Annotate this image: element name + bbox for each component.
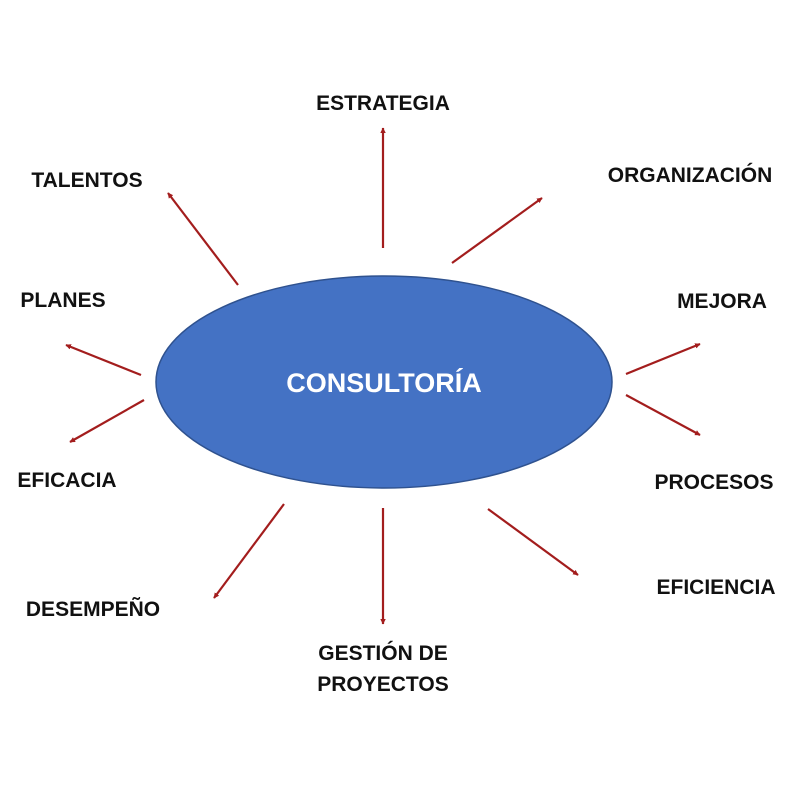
- label-eficiencia: EFICIENCIA: [656, 576, 775, 599]
- label-organizacion: ORGANIZACIÓN: [608, 163, 773, 187]
- label-mejora: MEJORA: [677, 290, 767, 313]
- arrow-planes: [65, 343, 142, 377]
- label-eficacia-line: EFICACIA: [17, 469, 116, 492]
- label-gestion-de-proyectos-line: PROYECTOS: [317, 673, 448, 696]
- label-procesos-line: PROCESOS: [654, 471, 773, 494]
- label-gestion-de-proyectos: GESTIÓN DE PROYECTOS: [317, 641, 448, 696]
- label-eficiencia-line: EFICIENCIA: [656, 576, 775, 599]
- label-talentos: TALENTOS: [31, 169, 142, 192]
- arrow-talentos: [167, 192, 239, 286]
- arrow-eficiencia: [487, 508, 579, 576]
- label-gestion-de-proyectos-line: GESTIÓN DE: [318, 641, 448, 665]
- arrow-mejora: [625, 342, 701, 376]
- center-label: CONSULTORÍA: [286, 367, 482, 398]
- label-planes-line: PLANES: [20, 289, 105, 312]
- label-talentos-line: TALENTOS: [31, 169, 142, 192]
- arrow-procesos: [625, 394, 701, 436]
- arrow-desempeno: [213, 503, 285, 599]
- arrow-organizacion: [451, 197, 543, 264]
- arrows-layer: [65, 127, 701, 625]
- arrow-eficacia: [69, 399, 145, 443]
- label-planes: PLANES: [20, 289, 105, 312]
- label-mejora-line: MEJORA: [677, 290, 767, 313]
- label-desempeno-line: DESEMPEÑO: [26, 598, 160, 621]
- center-ellipse: [155, 275, 613, 489]
- label-estrategia: ESTRATEGIA: [316, 92, 450, 115]
- label-eficacia: EFICACIA: [17, 469, 116, 492]
- labels-layer: ESTRATEGIA ORGANIZACIÓN MEJORA PROCESOS EFIC…: [17, 92, 775, 696]
- label-organizacion-line: ORGANIZACIÓN: [608, 163, 773, 187]
- label-desempeno: DESEMPEÑO: [26, 598, 160, 621]
- label-procesos: PROCESOS: [654, 471, 773, 494]
- label-estrategia-line: ESTRATEGIA: [316, 92, 450, 115]
